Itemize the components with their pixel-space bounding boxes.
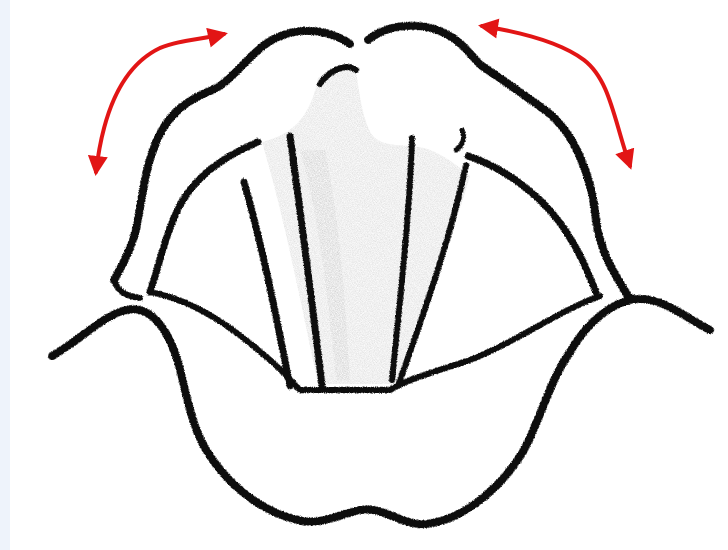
right-arrow-icon — [482, 26, 630, 166]
left-arrow-icon — [96, 34, 224, 172]
shaded-center-region — [262, 66, 470, 384]
left-inner-fold — [150, 142, 258, 292]
epiglottis-notch-right — [456, 130, 464, 150]
left-lower-bulge — [114, 280, 140, 298]
right-inner-fold — [468, 156, 596, 292]
